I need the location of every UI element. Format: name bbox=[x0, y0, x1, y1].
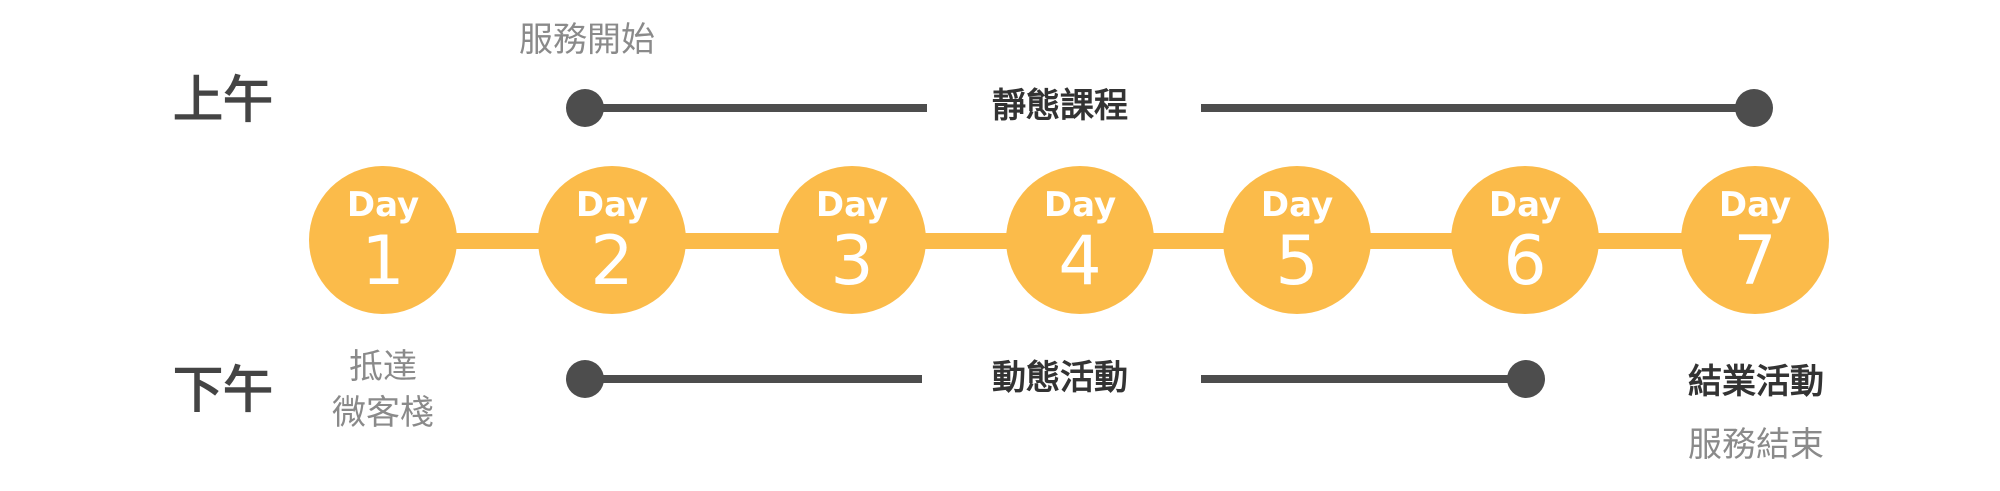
afternoon-track-end-dot bbox=[1507, 360, 1545, 398]
day-number: 3 bbox=[830, 222, 874, 301]
morning-track-label: 靜態課程 bbox=[992, 86, 1128, 126]
day-number: 5 bbox=[1275, 222, 1319, 301]
afternoon-track-line-right bbox=[1201, 375, 1526, 383]
afternoon-track-start-dot bbox=[566, 360, 604, 398]
day-label: Day bbox=[1488, 185, 1562, 225]
service-start-label: 服務開始 bbox=[519, 20, 655, 60]
day-number: 4 bbox=[1058, 222, 1102, 301]
day-label: Day bbox=[1260, 185, 1334, 225]
morning-track-end-dot bbox=[1735, 89, 1773, 127]
day-label: Day bbox=[815, 185, 889, 225]
day-number: 2 bbox=[590, 222, 634, 301]
day-label: Day bbox=[346, 185, 420, 225]
day-label: Day bbox=[1043, 185, 1117, 225]
morning-track-start-dot bbox=[566, 89, 604, 127]
morning-track-line-right bbox=[1201, 104, 1754, 112]
morning-label: 上午 bbox=[173, 71, 273, 129]
day-label: Day bbox=[575, 185, 649, 225]
morning-track-line-left bbox=[585, 104, 927, 112]
afternoon-track-line-left bbox=[585, 375, 922, 383]
day-number: 7 bbox=[1733, 222, 1777, 301]
day-number: 6 bbox=[1503, 222, 1547, 301]
day-number: 1 bbox=[361, 222, 405, 301]
day-label: Day bbox=[1718, 185, 1792, 225]
afternoon-label: 下午 bbox=[173, 361, 273, 419]
service-end-label: 服務結束 bbox=[1688, 425, 1824, 465]
arrive-label-line2: 微客棧 bbox=[332, 393, 434, 433]
afternoon-track-label: 動態活動 bbox=[992, 358, 1128, 398]
closing-activity-label: 結業活動 bbox=[1688, 362, 1824, 402]
arrive-label-line1: 抵達 bbox=[349, 347, 417, 387]
